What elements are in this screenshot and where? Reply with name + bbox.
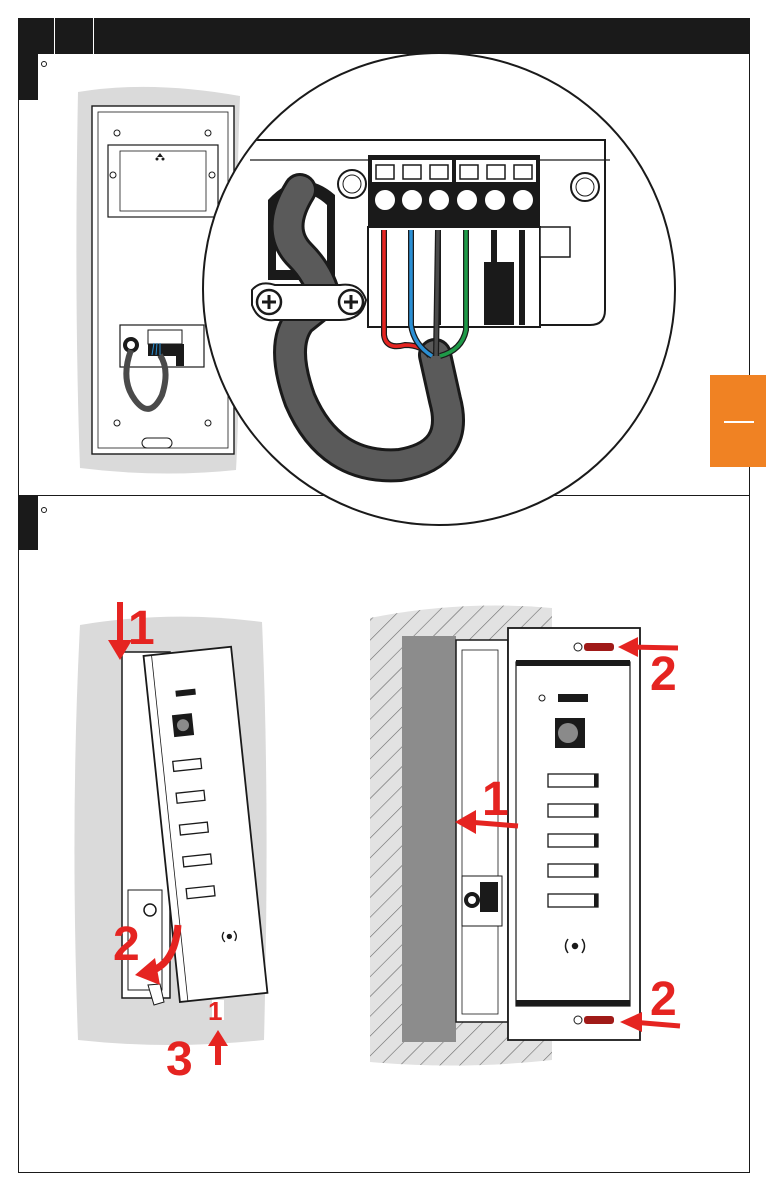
step-label-left-2: 2 (113, 918, 140, 971)
wall-cavity (402, 636, 456, 1042)
step-label-left-3: 3 (166, 1033, 193, 1086)
screw-icon (574, 1016, 614, 1024)
step-label-right-2-top: 2 (650, 648, 677, 701)
bottom-left-illustration: 1 2 3 1 (74, 602, 267, 1086)
screw-icon (257, 290, 281, 314)
step-label-left-1-small: 1 (208, 996, 222, 1026)
step-label-left-1: 1 (128, 602, 155, 655)
bottom-right-illustration: 1 2 2 (370, 606, 680, 1066)
top-illustration (76, 53, 675, 525)
step-label-right-1: 1 (482, 773, 509, 826)
screw-icon (339, 290, 363, 314)
step-label-right-2-bottom: 2 (650, 973, 677, 1026)
screw-icon (574, 643, 614, 651)
